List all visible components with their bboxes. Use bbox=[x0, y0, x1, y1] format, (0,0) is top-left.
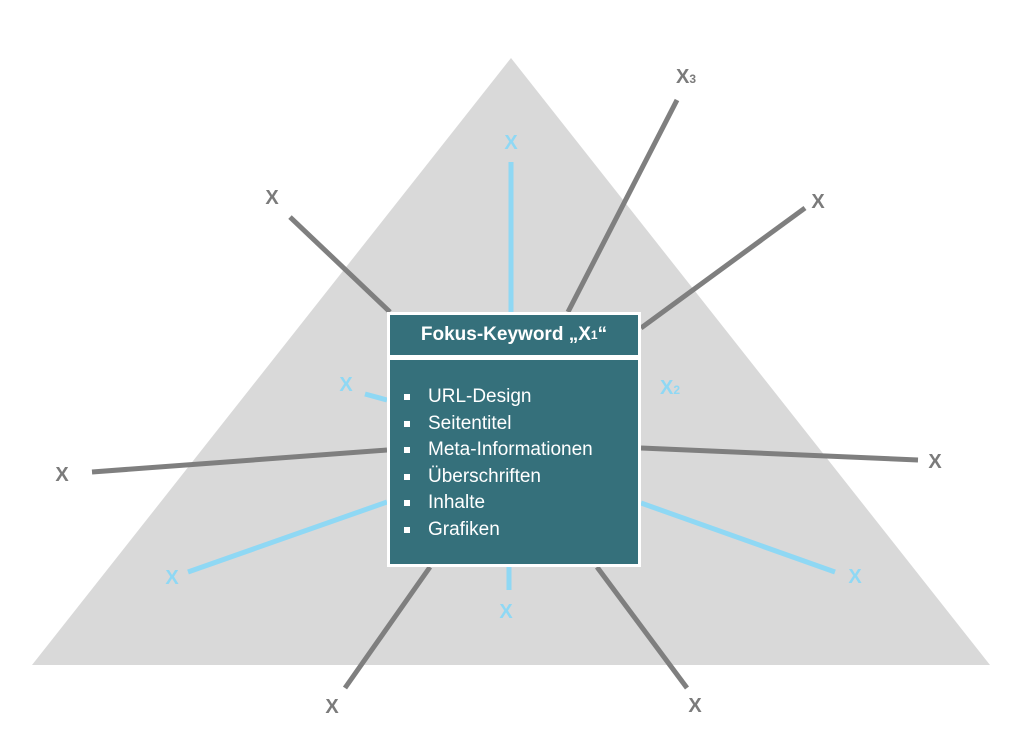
bullet-icon bbox=[404, 526, 410, 533]
gray-spoke bbox=[639, 205, 807, 331]
title-subscript: 1 bbox=[590, 328, 598, 342]
label-x: X bbox=[265, 187, 279, 209]
list-item: URL-Design bbox=[404, 384, 638, 411]
label-x2-main: X bbox=[659, 377, 674, 399]
gray-spoke bbox=[288, 215, 392, 314]
bullet-icon bbox=[404, 420, 410, 427]
label-x: X bbox=[811, 191, 825, 213]
label-x-blue: X bbox=[848, 566, 862, 588]
list-item-label: Seitentitel bbox=[428, 412, 512, 434]
list-item-label: URL-Design bbox=[428, 386, 532, 407]
label-x3: X3 bbox=[676, 67, 696, 89]
gray-spoke bbox=[342, 565, 433, 690]
list-item-label: Meta-Informationen bbox=[428, 439, 593, 460]
list-item-label: Grafiken bbox=[428, 518, 500, 540]
label-x2: X2 bbox=[660, 378, 680, 400]
label-x3-sub: 3 bbox=[689, 72, 697, 86]
bullet-icon bbox=[404, 394, 410, 401]
label-x: X bbox=[325, 696, 339, 718]
bullet-icon bbox=[404, 500, 410, 507]
blue-spoke bbox=[364, 391, 388, 403]
blue-spoke bbox=[187, 499, 388, 575]
list-item-label: Überschriften bbox=[428, 465, 541, 487]
gray-spoke bbox=[91, 447, 388, 475]
list-item: Grafiken bbox=[404, 517, 638, 544]
list-item: Überschriften bbox=[404, 464, 638, 491]
label-x-blue: X bbox=[504, 132, 518, 154]
list-item-label: Inhalte bbox=[428, 492, 486, 513]
label-x-blue: X bbox=[165, 567, 179, 589]
gray-spoke-x3 bbox=[565, 98, 680, 314]
factor-list: URL-Design Seitentitel Meta-Informatione… bbox=[390, 360, 638, 543]
label-x: X bbox=[928, 451, 942, 473]
bullet-icon bbox=[404, 447, 410, 454]
list-item: Seitentitel bbox=[404, 411, 638, 438]
focus-keyword-list-panel: URL-Design Seitentitel Meta-Informatione… bbox=[390, 360, 638, 564]
title-quote: “ bbox=[597, 324, 608, 345]
title-text: Fokus-Keyword „X bbox=[420, 324, 591, 345]
list-item: Inhalte bbox=[404, 490, 638, 517]
label-x: X bbox=[55, 464, 69, 486]
label-x: X bbox=[688, 695, 702, 717]
label-x2-sub: 2 bbox=[673, 383, 681, 397]
blue-spoke bbox=[640, 500, 836, 575]
gray-spoke bbox=[594, 565, 690, 690]
label-x-blue: X bbox=[339, 374, 353, 396]
bullet-icon bbox=[404, 473, 410, 480]
label-x-blue: X bbox=[499, 601, 513, 623]
list-item: Meta-Informationen bbox=[404, 437, 638, 464]
gray-spoke bbox=[640, 445, 919, 463]
label-x3-main: X bbox=[675, 66, 690, 88]
